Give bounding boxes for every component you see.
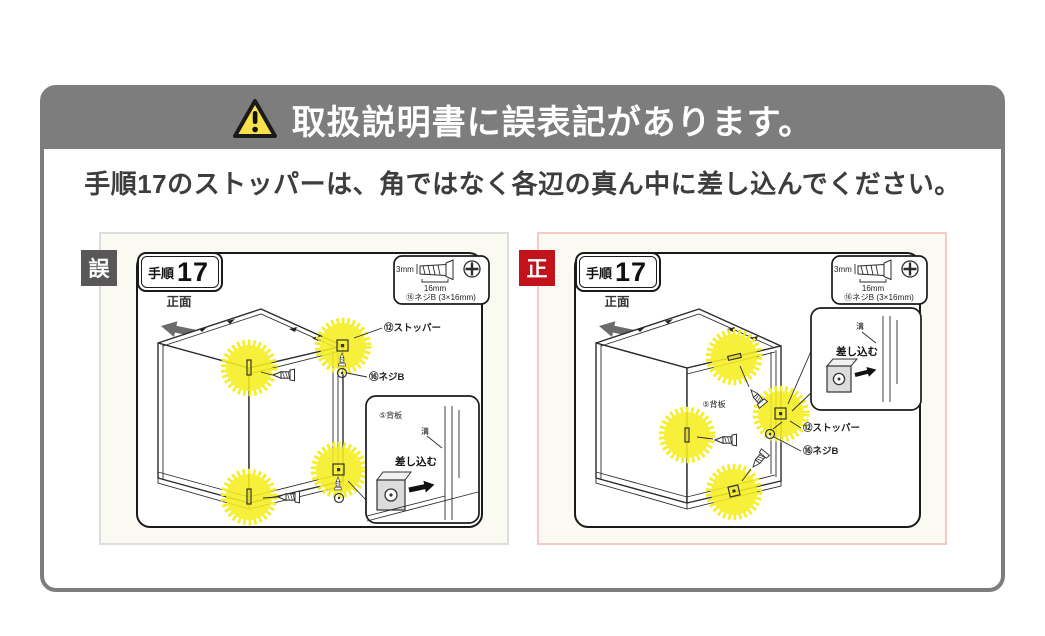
wrong-badge: 誤 (81, 250, 117, 286)
insert-action-label: 差し込む (395, 455, 437, 468)
insert-arrow-icon (854, 367, 877, 377)
stopper-marks (684, 352, 787, 498)
stopper-marks (246, 339, 349, 505)
stopper-label: ⑫ストッパー (384, 322, 441, 334)
step-prefix: 手順 (148, 265, 175, 281)
insert-detail-inset: 溝 差し込む (810, 307, 922, 411)
erratum-notice-card: 取扱説明書に誤表記があります。 手順17のストッパーは、角ではなく各辺の真ん中に… (40, 85, 1005, 592)
front-label: 正面 (166, 295, 192, 309)
back-panel-label: ⑤背板 (702, 399, 725, 409)
front-label: 正面 (604, 295, 630, 309)
groove-label: 溝 (856, 321, 864, 331)
screw-legend: 3mm 16mm ⑯ネジB (3×16mm) (393, 255, 490, 305)
step-number: 17 (615, 257, 648, 287)
screw-length-label: 16mm (862, 284, 885, 293)
step-number: 17 (177, 257, 210, 287)
screw-name-label: ⑯ネジB (3×16mm) (406, 293, 476, 302)
screw-b-label: ⑯ネジB (369, 371, 405, 383)
groove-label: 溝 (421, 426, 429, 436)
step-prefix: 手順 (586, 265, 613, 281)
stopper-label: ⑫ストッパー (803, 422, 860, 434)
notice-title: 取扱説明書に誤表記があります。 (291, 103, 814, 142)
step-label-box: 手順 17 (575, 252, 662, 292)
panel-correct: 正 手順 17 正面 (519, 232, 947, 547)
insert-action-label: 差し込む (836, 345, 878, 358)
insert-detail-inset: ⑤背板 溝 差し込む (365, 395, 480, 524)
step-label-box: 手順 17 (137, 252, 224, 292)
insert-arrow-icon (408, 480, 435, 493)
wrong-diagram: 正面 (157, 255, 490, 547)
screw-b-label: ⑯ネジB (803, 445, 839, 457)
screw-legend: 3mm 16mm ⑯ネジB (3×16mm) (831, 255, 928, 305)
screw-name-label: ⑯ネジB (3×16mm) (844, 293, 914, 302)
screw-length-label: 16mm (424, 284, 447, 293)
screw-diameter-label: 3mm (834, 265, 852, 274)
notice-subtitle: 手順17のストッパーは、角ではなく各辺の真ん中に差し込んでください。 (84, 169, 961, 199)
notice-header: 取扱説明書に誤表記があります。 (44, 89, 1001, 149)
screw-diameter-label: 3mm (396, 265, 414, 274)
panel-wrong: 誤 手順 17 正面 (81, 232, 509, 547)
correct-badge: 正 (519, 250, 555, 286)
back-panel-label: ⑤背板 (379, 410, 402, 420)
correct-diagram: 正面 ⑤背板 (595, 255, 928, 547)
warning-triangle-icon (232, 99, 277, 138)
